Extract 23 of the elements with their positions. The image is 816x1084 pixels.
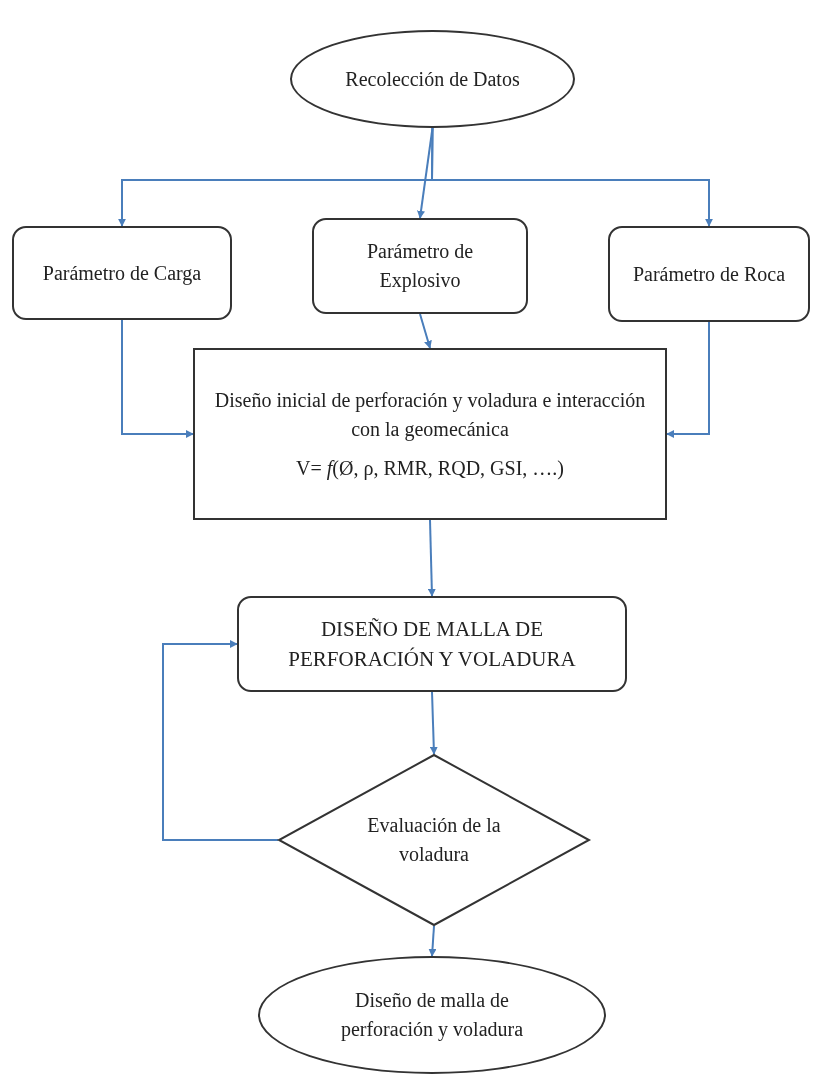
arrow: [666, 321, 710, 438]
arrow: [428, 925, 437, 957]
process-box: [608, 226, 810, 322]
node-label: Parámetro de Explosivo: [365, 239, 475, 294]
arrow: [427, 519, 436, 597]
process-box: [237, 596, 627, 692]
process-box: [12, 226, 232, 320]
node-label: Recolección de Datos: [345, 66, 520, 92]
node-label: Diseño inicial de perforación y voladura e interacción con la geomecánica: [213, 387, 647, 443]
arrow: [429, 691, 438, 755]
node-label: Parámetro de Roca: [632, 261, 786, 287]
formula-text: V= f(Ø, ρ, RMR, RQD, GSI, ….): [296, 455, 564, 482]
arrow: [121, 319, 194, 438]
process-box: [312, 218, 528, 314]
arrow: [419, 313, 432, 349]
node-label: Diseño de malla de perforación y voladura: [339, 988, 525, 1043]
arrow: [431, 127, 713, 227]
node-label: Evaluación de la voladura: [366, 813, 502, 867]
arrow: [162, 640, 279, 841]
process-box: [193, 348, 667, 520]
node-label: Parámetro de Carga: [42, 260, 202, 287]
node-label: DISEÑO DE MALLA DE PERFORACIÓN Y VOLADURA: [287, 615, 577, 673]
decision-diamond: [278, 754, 590, 926]
